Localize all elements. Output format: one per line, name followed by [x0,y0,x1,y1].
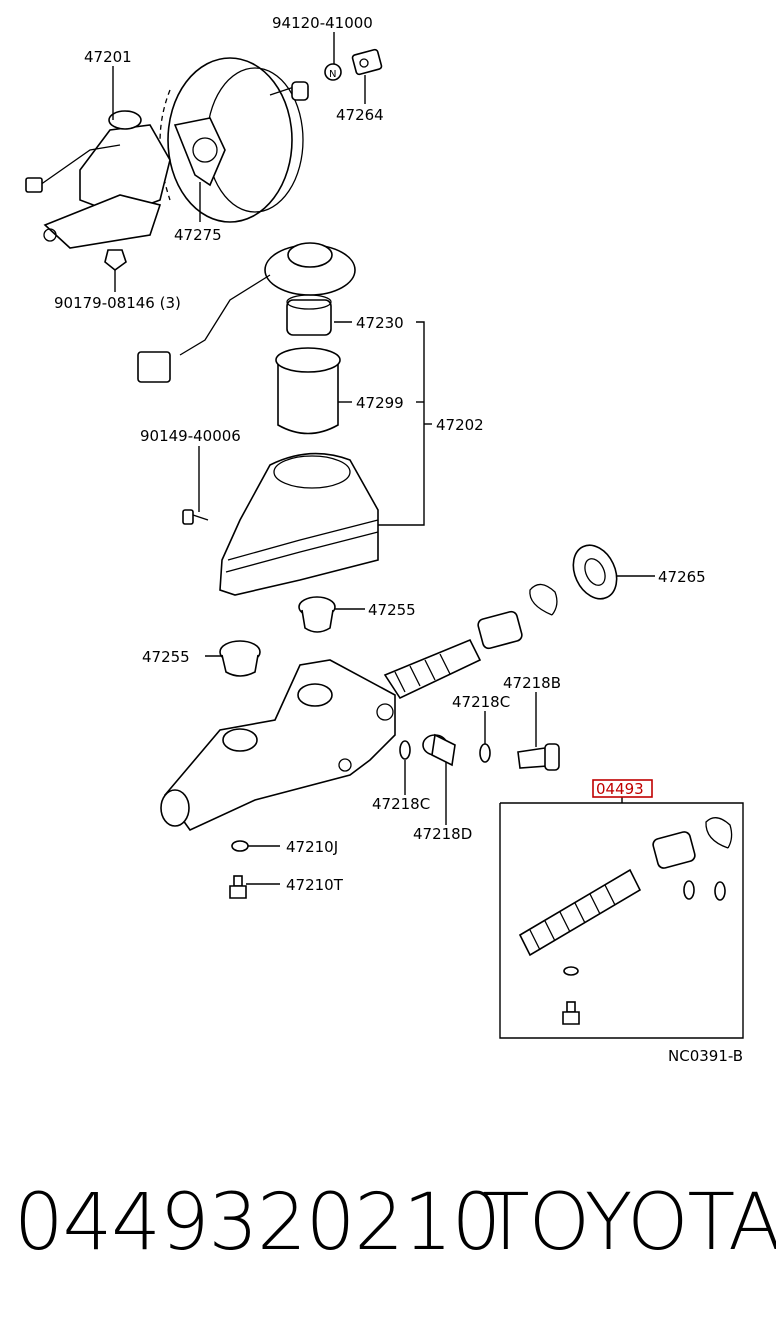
label-47230: 47230 [356,314,404,332]
union-47218D [422,733,456,767]
label-04493: 04493 [596,780,644,798]
nut-94120: N [324,63,342,81]
label-47201: 47201 [84,48,132,66]
parts-diagram: N [25,14,744,1065]
clevis-47264 [351,48,383,76]
nut-90179 [104,249,127,272]
bolt-47218B [517,743,560,771]
part-labels: 94120-41000 47201 47264 47275 90179-0814… [54,14,743,1065]
kit-washer-b [714,881,726,901]
label-47265: 47265 [658,568,706,586]
label-47264: 47264 [336,106,384,124]
float-47230 [286,294,332,336]
svg-text:N: N [329,69,336,80]
leader-lines [112,32,655,885]
label-47255-upper: 47255 [368,601,416,619]
screw-90149 [182,509,209,525]
boot-47265 [572,544,618,600]
reservoir-body [219,452,379,596]
master-cylinder-small [25,110,171,249]
reservoir-cap [137,242,356,383]
label-90179-08146: 90179-08146 (3) [54,294,181,312]
label-94120-41000: 94120-41000 [272,14,373,32]
kit-bleeder [562,1001,580,1025]
kit-washer-a [683,880,695,900]
label-90149-40006: 90149-40006 [140,427,241,445]
kit-washer-c [563,966,579,976]
label-47275: 47275 [174,226,222,244]
footer: 0449320210 TOYOTA [14,1178,776,1278]
grommet-47255-lower [219,640,261,677]
strainer-47299 [275,347,341,435]
label-47202: 47202 [436,416,484,434]
label-47255-lower: 47255 [142,648,190,666]
label-47218C-bottom: 47218C [372,795,430,813]
snap-ring-47265-clip [529,583,558,616]
label-47218D: 47218D [413,825,472,843]
bleeder-47210T [229,875,247,899]
label-47210J: 47210J [286,838,338,856]
label-47210T: 47210T [286,876,344,894]
gasket-47275 [173,117,226,187]
label-04493-highlight-box [592,779,653,798]
diagram-code: NC0391-B [668,1047,743,1065]
kit-spring-piston [518,831,696,957]
washer-47218C-left [399,740,411,760]
label-47299: 47299 [356,394,404,412]
kit-snap-ring [705,817,733,849]
grommet-47255-upper [298,596,336,633]
label-47218C-top: 47218C [452,693,510,711]
label-47218B: 47218B [503,674,561,692]
brand-name: TOYOTA [482,1178,776,1268]
brake-booster [159,57,309,223]
piston-spring-main [383,610,523,700]
washer-47218C-right [479,743,491,763]
master-cylinder-body [160,659,396,832]
repair-kit-box [499,797,744,1039]
part-number: 0449320210 [14,1178,501,1268]
washer-47210J [231,840,249,852]
